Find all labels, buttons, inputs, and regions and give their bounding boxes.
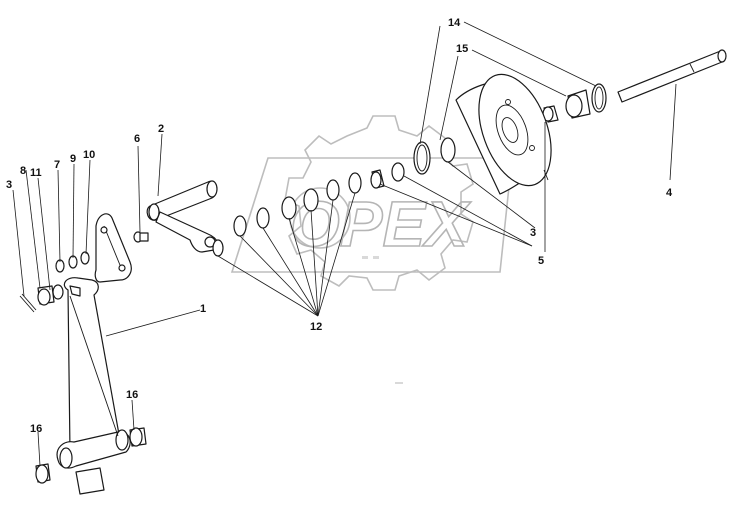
callout-11: 11 — [30, 167, 42, 179]
callout-3-left: 3 — [6, 179, 12, 191]
snap-rings — [413, 83, 607, 175]
shaft — [617, 49, 727, 103]
small-bolt — [133, 231, 149, 243]
bracket-plate — [94, 213, 132, 283]
lever-arm — [56, 277, 131, 495]
small-bushing — [542, 105, 559, 123]
callout-3-right: 3 — [530, 227, 536, 239]
cotter-pin — [19, 293, 37, 313]
callout-4: 4 — [666, 187, 673, 199]
spacer-bushings — [370, 162, 405, 189]
washer-row — [212, 172, 362, 257]
callout-2: 2 — [158, 123, 164, 135]
watermark-text: OPEX — [290, 188, 471, 260]
small-washers — [37, 251, 90, 306]
bushing — [440, 89, 591, 163]
callout-8: 8 — [20, 165, 26, 177]
callout-16-right: 16 — [126, 389, 138, 401]
pin-with-plate — [146, 180, 219, 253]
watermark-gear-logo: OPEX — [230, 115, 513, 384]
callout-7: 7 — [54, 159, 60, 171]
callout-5: 5 — [538, 255, 544, 267]
callout-12: 12 — [310, 321, 322, 333]
pulley-roller — [455, 73, 552, 195]
callout-14: 14 — [448, 17, 461, 29]
callout-1: 1 — [200, 303, 206, 315]
callout-10: 10 — [83, 149, 95, 161]
callout-6: 6 — [134, 133, 140, 145]
callout-16-left: 16 — [30, 423, 42, 435]
lever-bushings — [35, 427, 147, 484]
callout-15: 15 — [456, 43, 468, 55]
callout-9: 9 — [70, 153, 76, 165]
leader-lines — [12, 21, 677, 467]
callout-labels: 1 2 3 3 4 5 6 7 8 9 10 11 12 14 15 16 16 — [6, 17, 673, 435]
